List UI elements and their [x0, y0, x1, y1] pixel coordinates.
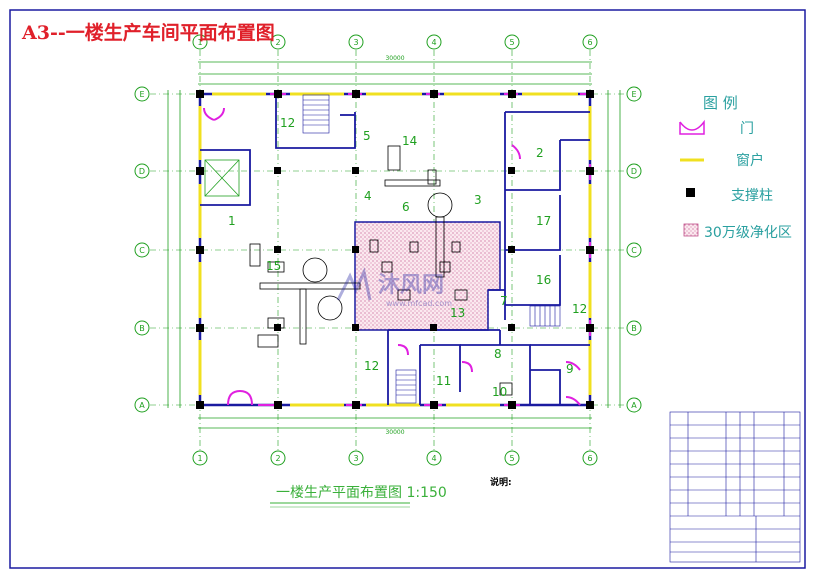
stairs — [302, 94, 561, 404]
room-number: 4 — [364, 189, 372, 203]
room-number: 11 — [436, 374, 451, 388]
legend-door-label: 门 — [740, 121, 754, 137]
svg-text:www.mfcad.com: www.mfcad.com — [386, 299, 452, 308]
col-label: 2 — [275, 454, 280, 463]
room-number: 5 — [363, 129, 371, 143]
legend-column-label: 支撑柱 — [731, 188, 773, 204]
row-label: B — [139, 324, 145, 333]
notes: 说明: — [490, 478, 512, 489]
svg-text:沐风网: 沐风网 — [378, 273, 444, 298]
room-number: 7 — [500, 294, 508, 308]
legend-title: 图 例 — [703, 94, 738, 112]
room-number: 12 — [280, 116, 295, 130]
axis-labels: 1 2 3 4 5 6 1 2 3 4 5 6 E D C B A E D C … — [139, 38, 637, 463]
col-label: 4 — [431, 38, 436, 47]
col-label: 6 — [587, 454, 592, 463]
col-label: 1 — [197, 454, 202, 463]
doors — [203, 93, 591, 406]
axis-bubbles — [134, 34, 642, 466]
room-number: 2 — [536, 146, 544, 160]
total-dimension: 30000 — [385, 429, 404, 436]
room-number: 6 — [402, 200, 410, 214]
windows — [198, 92, 592, 407]
row-label: D — [631, 167, 637, 176]
col-label: 3 — [353, 454, 358, 463]
row-label: B — [631, 324, 637, 333]
legend-clean-zone-label: 30万级净化区 — [704, 225, 792, 241]
row-label: E — [139, 90, 144, 99]
drawing-title: A3--一楼生产车间平面布置图 — [22, 22, 275, 44]
room-number: 17 — [536, 214, 551, 228]
room-number: 12 — [364, 359, 379, 373]
interior-walls — [200, 94, 590, 405]
col-label: 6 — [587, 38, 592, 47]
col-label: 5 — [509, 38, 514, 47]
room-number: 3 — [474, 193, 482, 207]
notes-title: 说明: — [490, 478, 512, 488]
col-label: 2 — [275, 38, 280, 47]
row-label: D — [139, 167, 145, 176]
room-number: 1 — [228, 214, 236, 228]
col-label: 4 — [431, 454, 436, 463]
watermark-logo: 沐风网 www.mfcad.com — [336, 267, 452, 308]
total-dimension: 30000 — [385, 55, 404, 62]
row-label: C — [631, 246, 637, 255]
room-number: 15 — [266, 259, 281, 273]
drawing-frame — [9, 9, 806, 569]
room-numbers: 12 5 14 4 3 6 1 2 17 16 15 7 13 12 8 11 … — [228, 116, 587, 399]
row-label: E — [631, 90, 636, 99]
scale-title: 一楼生产平面布置图 1:150 — [276, 485, 447, 501]
room-number: 9 — [566, 362, 574, 376]
elevator — [204, 159, 240, 197]
room-number: 10 — [492, 385, 507, 399]
room-number: 12 — [572, 302, 587, 316]
row-label: A — [139, 401, 145, 410]
room-number: 16 — [536, 273, 551, 287]
room-number: 13 — [450, 306, 465, 320]
row-label: A — [631, 401, 637, 410]
room-number: 14 — [402, 134, 417, 148]
dimension-lines — [167, 61, 621, 429]
row-label: C — [139, 246, 145, 255]
legend-symbols — [679, 119, 705, 237]
columns — [196, 90, 594, 409]
col-label: 5 — [509, 454, 514, 463]
equipment — [249, 145, 513, 396]
col-label: 1 — [197, 38, 202, 47]
room-number: 8 — [494, 347, 502, 361]
title-block — [669, 411, 801, 563]
legend-window-label: 窗户 — [736, 153, 764, 169]
col-label: 3 — [353, 38, 358, 47]
